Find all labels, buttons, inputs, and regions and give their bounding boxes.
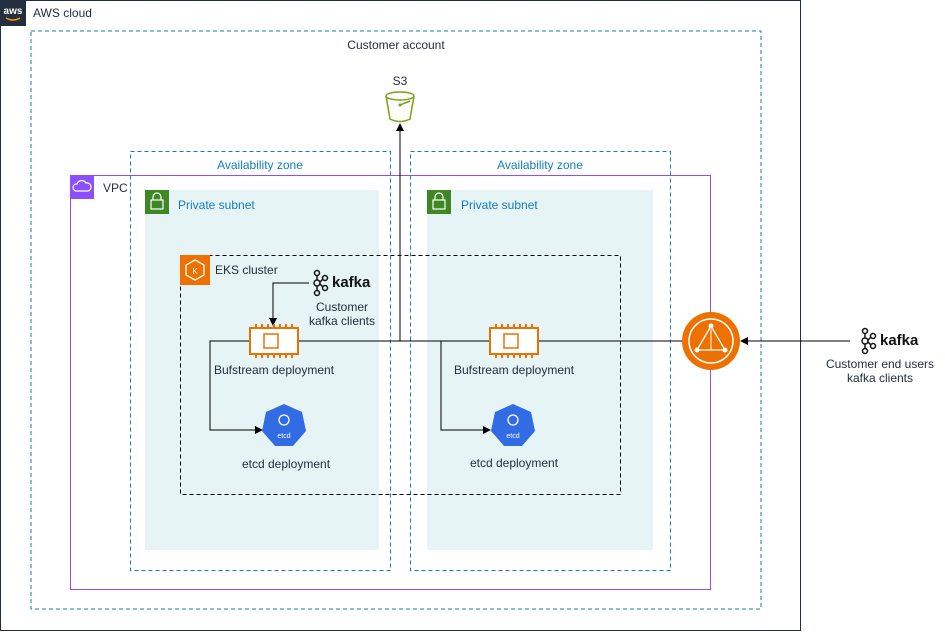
lock-icon (145, 190, 169, 214)
etcd-icon: etcd (262, 404, 306, 446)
svg-text:etcd: etcd (277, 433, 290, 440)
eks-icon: K (180, 255, 210, 285)
vpc-group (70, 175, 711, 590)
lock-icon (427, 190, 451, 214)
bufstream-deployment-label-1: Bufstream deployment (213, 363, 335, 377)
availability-zone-2 (410, 151, 671, 571)
load-balancer-icon (682, 312, 740, 370)
private-subnet-label-2: Private subnet (461, 198, 538, 212)
kafka-brand-internal: kafka (332, 274, 371, 291)
vpc-label: VPC (103, 181, 128, 195)
vpc-cloud-icon (70, 175, 94, 199)
kafka-brand-external: kafka (880, 332, 919, 349)
aws-cloud-group (0, 0, 801, 631)
eks-cluster-label: EKS cluster (215, 263, 278, 277)
kafka-icon (861, 327, 877, 355)
etcd-deployment-label-2: etcd deployment (469, 456, 559, 470)
availability-zone-label-2: Availability zone (497, 158, 583, 172)
s3-label: S3 (392, 74, 408, 88)
availability-zone-label-1: Availability zone (217, 158, 303, 172)
aws-logo-icon: aws (0, 0, 26, 26)
private-subnet-1 (145, 190, 379, 550)
svg-text:K: K (192, 267, 198, 276)
kafka-icon (313, 269, 329, 297)
bufstream-deployment-label-2: Bufstream deployment (453, 363, 575, 377)
svg-text:aws: aws (4, 6, 23, 17)
customer-kafka-clients-line1: Customer (315, 300, 368, 314)
customer-end-users-label: Customer end users kafka clients (820, 357, 940, 385)
etcd-deployment-label-1: etcd deployment (241, 457, 331, 471)
s3-bucket-icon (385, 91, 415, 123)
customer-account-group (30, 30, 762, 610)
aws-cloud-label: AWS cloud (33, 6, 92, 20)
etcd-icon: etcd (491, 404, 535, 446)
availability-zone-1 (130, 151, 391, 571)
customer-account-label: Customer account (347, 38, 445, 52)
private-subnet-2 (427, 190, 653, 550)
customer-kafka-clients-label: Customer kafka clients (292, 300, 392, 328)
private-subnet-label-1: Private subnet (178, 198, 255, 212)
svg-text:etcd: etcd (506, 433, 519, 440)
customer-end-users-line2: kafka clients (846, 371, 914, 385)
customer-end-users-line1: Customer end users (825, 357, 935, 371)
customer-kafka-clients-line2: kafka clients (308, 314, 376, 328)
chip-icon (489, 324, 539, 358)
chip-icon (249, 324, 299, 358)
